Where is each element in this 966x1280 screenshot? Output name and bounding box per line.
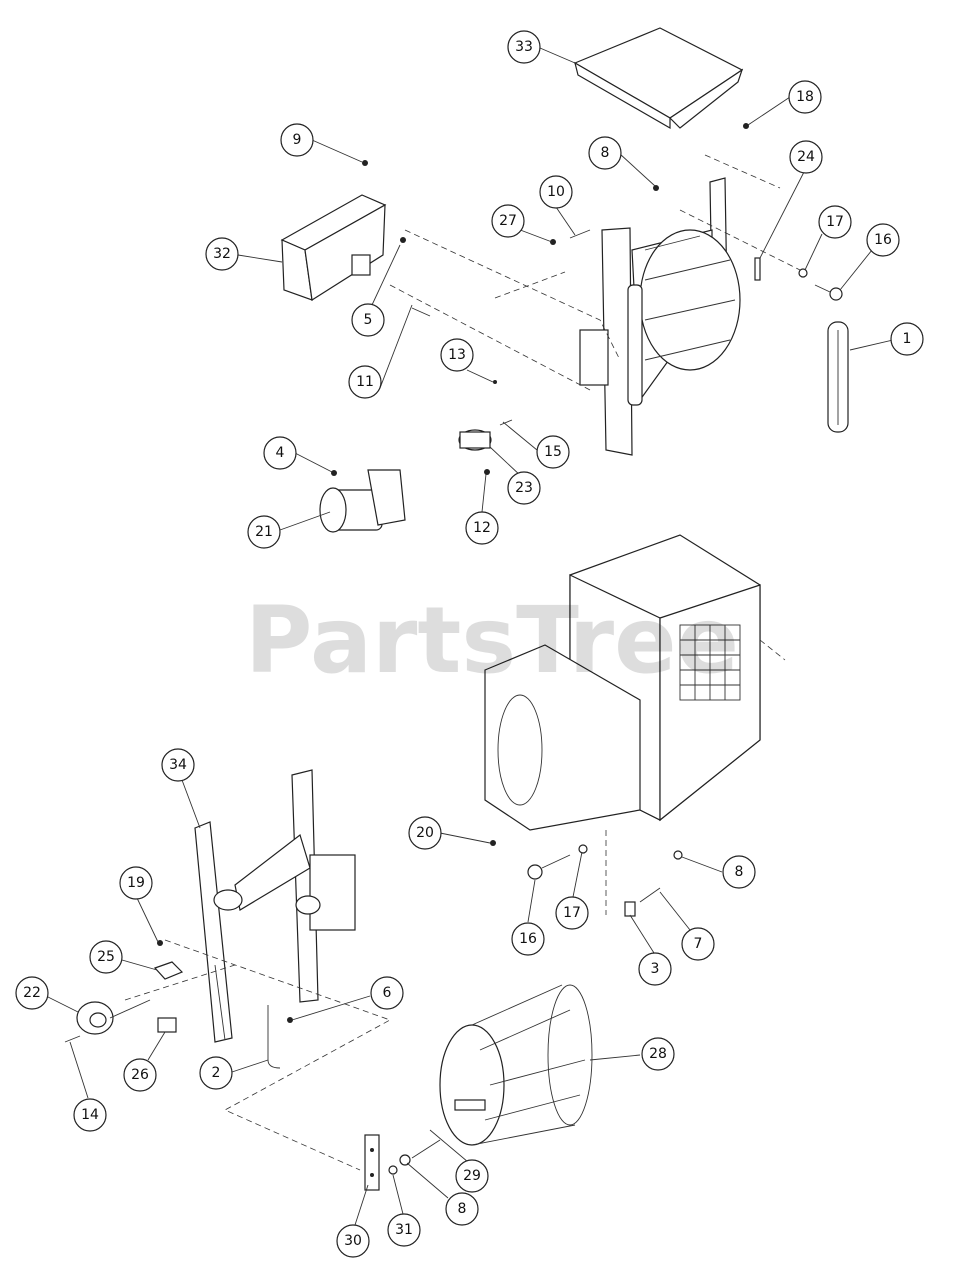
svg-text:17: 17	[826, 214, 844, 230]
callout-10: 10	[539, 175, 573, 209]
callout-28: 28	[641, 1037, 675, 1071]
lower-frame-part	[194, 769, 356, 1043]
watermark-text: PartsTree	[245, 587, 739, 694]
svg-text:20: 20	[416, 825, 434, 841]
svg-text:34: 34	[169, 757, 187, 773]
svg-text:12: 12	[473, 520, 491, 536]
callout-15: 15	[536, 435, 570, 469]
svg-text:26: 26	[131, 1067, 149, 1083]
svg-text:23: 23	[515, 480, 533, 496]
svg-text:27: 27	[499, 213, 517, 229]
upper-guides	[389, 154, 801, 391]
svg-text:13: 13	[448, 347, 466, 363]
svg-text:16: 16	[874, 232, 892, 248]
callout-13: 13	[440, 338, 474, 372]
motor-part	[319, 469, 406, 533]
callout-21: 21	[247, 515, 281, 549]
svg-text:2: 2	[212, 1065, 221, 1081]
svg-text:5: 5	[364, 312, 373, 328]
callout-8-mid: 8	[722, 855, 756, 889]
callout-bubbles: 33 18 9 8 24 10 27 17 16 32 5 1 13 11 15…	[15, 30, 924, 1258]
housing-part	[484, 534, 786, 915]
svg-text:17: 17	[563, 905, 581, 921]
svg-text:4: 4	[276, 445, 285, 461]
svg-text:9: 9	[293, 132, 302, 148]
callout-16-mid: 16	[511, 922, 545, 956]
callout-24: 24	[789, 140, 823, 174]
svg-text:3: 3	[651, 961, 660, 977]
callout-19: 19	[119, 866, 153, 900]
svg-text:24: 24	[797, 149, 815, 165]
svg-text:21: 21	[255, 524, 273, 540]
callout-26: 26	[123, 1058, 157, 1092]
svg-text:16: 16	[519, 931, 537, 947]
chain-part	[827, 321, 849, 433]
callout-9: 9	[280, 123, 314, 157]
svg-text:25: 25	[97, 949, 115, 965]
callout-31: 31	[387, 1213, 421, 1247]
svg-text:8: 8	[601, 145, 610, 161]
svg-text:30: 30	[344, 1233, 362, 1249]
svg-text:6: 6	[383, 985, 392, 1001]
rotor-part	[439, 984, 593, 1146]
svg-text:19: 19	[127, 875, 145, 891]
svg-text:31: 31	[395, 1222, 413, 1238]
coupler-part	[458, 429, 492, 451]
callout-30: 30	[336, 1224, 370, 1258]
callout-11: 11	[348, 365, 382, 399]
callout-8-bottom: 8	[445, 1192, 479, 1226]
bracket-part	[364, 1134, 441, 1191]
svg-text:22: 22	[23, 985, 41, 1001]
callout-25: 25	[89, 940, 123, 974]
callout-17-mid: 17	[555, 896, 589, 930]
svg-text:8: 8	[735, 864, 744, 880]
callout-33: 33	[507, 30, 541, 64]
svg-text:33: 33	[515, 39, 533, 55]
lower-guides	[124, 939, 391, 1171]
callout-16-top: 16	[866, 223, 900, 257]
housing-hardware	[490, 840, 683, 917]
callout-4: 4	[263, 436, 297, 470]
bearing-part	[64, 999, 151, 1043]
svg-text:32: 32	[213, 246, 231, 262]
control-box-part	[280, 194, 387, 302]
callout-7: 7	[681, 927, 715, 961]
callout-17-top: 17	[818, 205, 852, 239]
callout-2: 2	[199, 1056, 233, 1090]
leader-lines	[47, 47, 894, 1226]
callout-8-top: 8	[588, 136, 622, 170]
svg-text:28: 28	[649, 1046, 667, 1062]
callout-29: 29	[455, 1159, 489, 1193]
svg-text:8: 8	[458, 1201, 467, 1217]
callout-22: 22	[15, 976, 49, 1010]
callout-32: 32	[205, 237, 239, 271]
upper-frame-part	[579, 177, 741, 456]
callout-1: 1	[890, 322, 924, 356]
svg-text:7: 7	[694, 936, 703, 952]
callout-12: 12	[465, 511, 499, 545]
svg-text:1: 1	[903, 331, 912, 347]
callout-20: 20	[408, 816, 442, 850]
lid-part	[573, 27, 744, 130]
svg-text:11: 11	[356, 374, 374, 390]
callout-3: 3	[638, 952, 672, 986]
callout-23: 23	[507, 471, 541, 505]
callout-5: 5	[351, 303, 385, 337]
callout-18: 18	[788, 80, 822, 114]
callout-14: 14	[73, 1098, 107, 1132]
callout-27: 27	[491, 204, 525, 238]
svg-text:18: 18	[796, 89, 814, 105]
callout-6: 6	[370, 976, 404, 1010]
svg-text:15: 15	[544, 444, 562, 460]
svg-text:10: 10	[547, 184, 565, 200]
callout-34: 34	[161, 748, 195, 782]
svg-text:14: 14	[81, 1107, 99, 1123]
upper-hardware	[331, 123, 843, 476]
svg-text:29: 29	[463, 1168, 481, 1184]
